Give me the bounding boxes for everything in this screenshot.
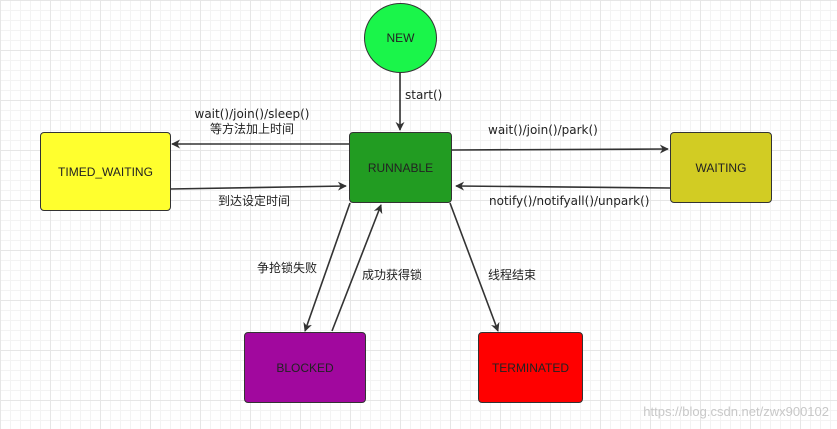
state-runnable: RUNNABLE xyxy=(349,132,452,203)
label-to-blocked: 争抢锁失败 xyxy=(257,261,318,275)
arrow-runnable-to-blocked xyxy=(303,202,351,332)
state-waiting: WAITING xyxy=(670,132,772,203)
arrow-runnable-to-terminated xyxy=(449,202,500,332)
label-to-waiting: wait()/join()/park() xyxy=(488,123,598,137)
arrow-waiting-to-runnable xyxy=(455,181,671,191)
label-to-terminated: 线程结束 xyxy=(488,268,537,282)
label-start: start() xyxy=(405,88,443,102)
state-blocked: BLOCKED xyxy=(244,332,366,403)
arrow-blocked-to-runnable xyxy=(331,204,383,332)
label-blocked-back: 成功获得锁 xyxy=(362,268,423,282)
state-new: NEW xyxy=(364,3,437,73)
label-waiting-back: notify()/notifyall()/unpark() xyxy=(489,194,650,208)
watermark: https://blog.csdn.net/zwx900102 xyxy=(643,404,829,419)
label-to-timed-line1: wait()/join()/sleep() xyxy=(194,107,310,121)
label-to-timed-line2: 等方法加上时间 xyxy=(209,122,294,136)
label-timed-back: 到达设定时间 xyxy=(218,194,291,208)
state-terminated: TERMINATED xyxy=(478,332,583,403)
arrow-timed-waiting-to-runnable xyxy=(169,181,347,191)
state-timed-waiting: TIMED_WAITING xyxy=(40,132,171,211)
arrow-runnable-to-waiting xyxy=(451,144,669,154)
